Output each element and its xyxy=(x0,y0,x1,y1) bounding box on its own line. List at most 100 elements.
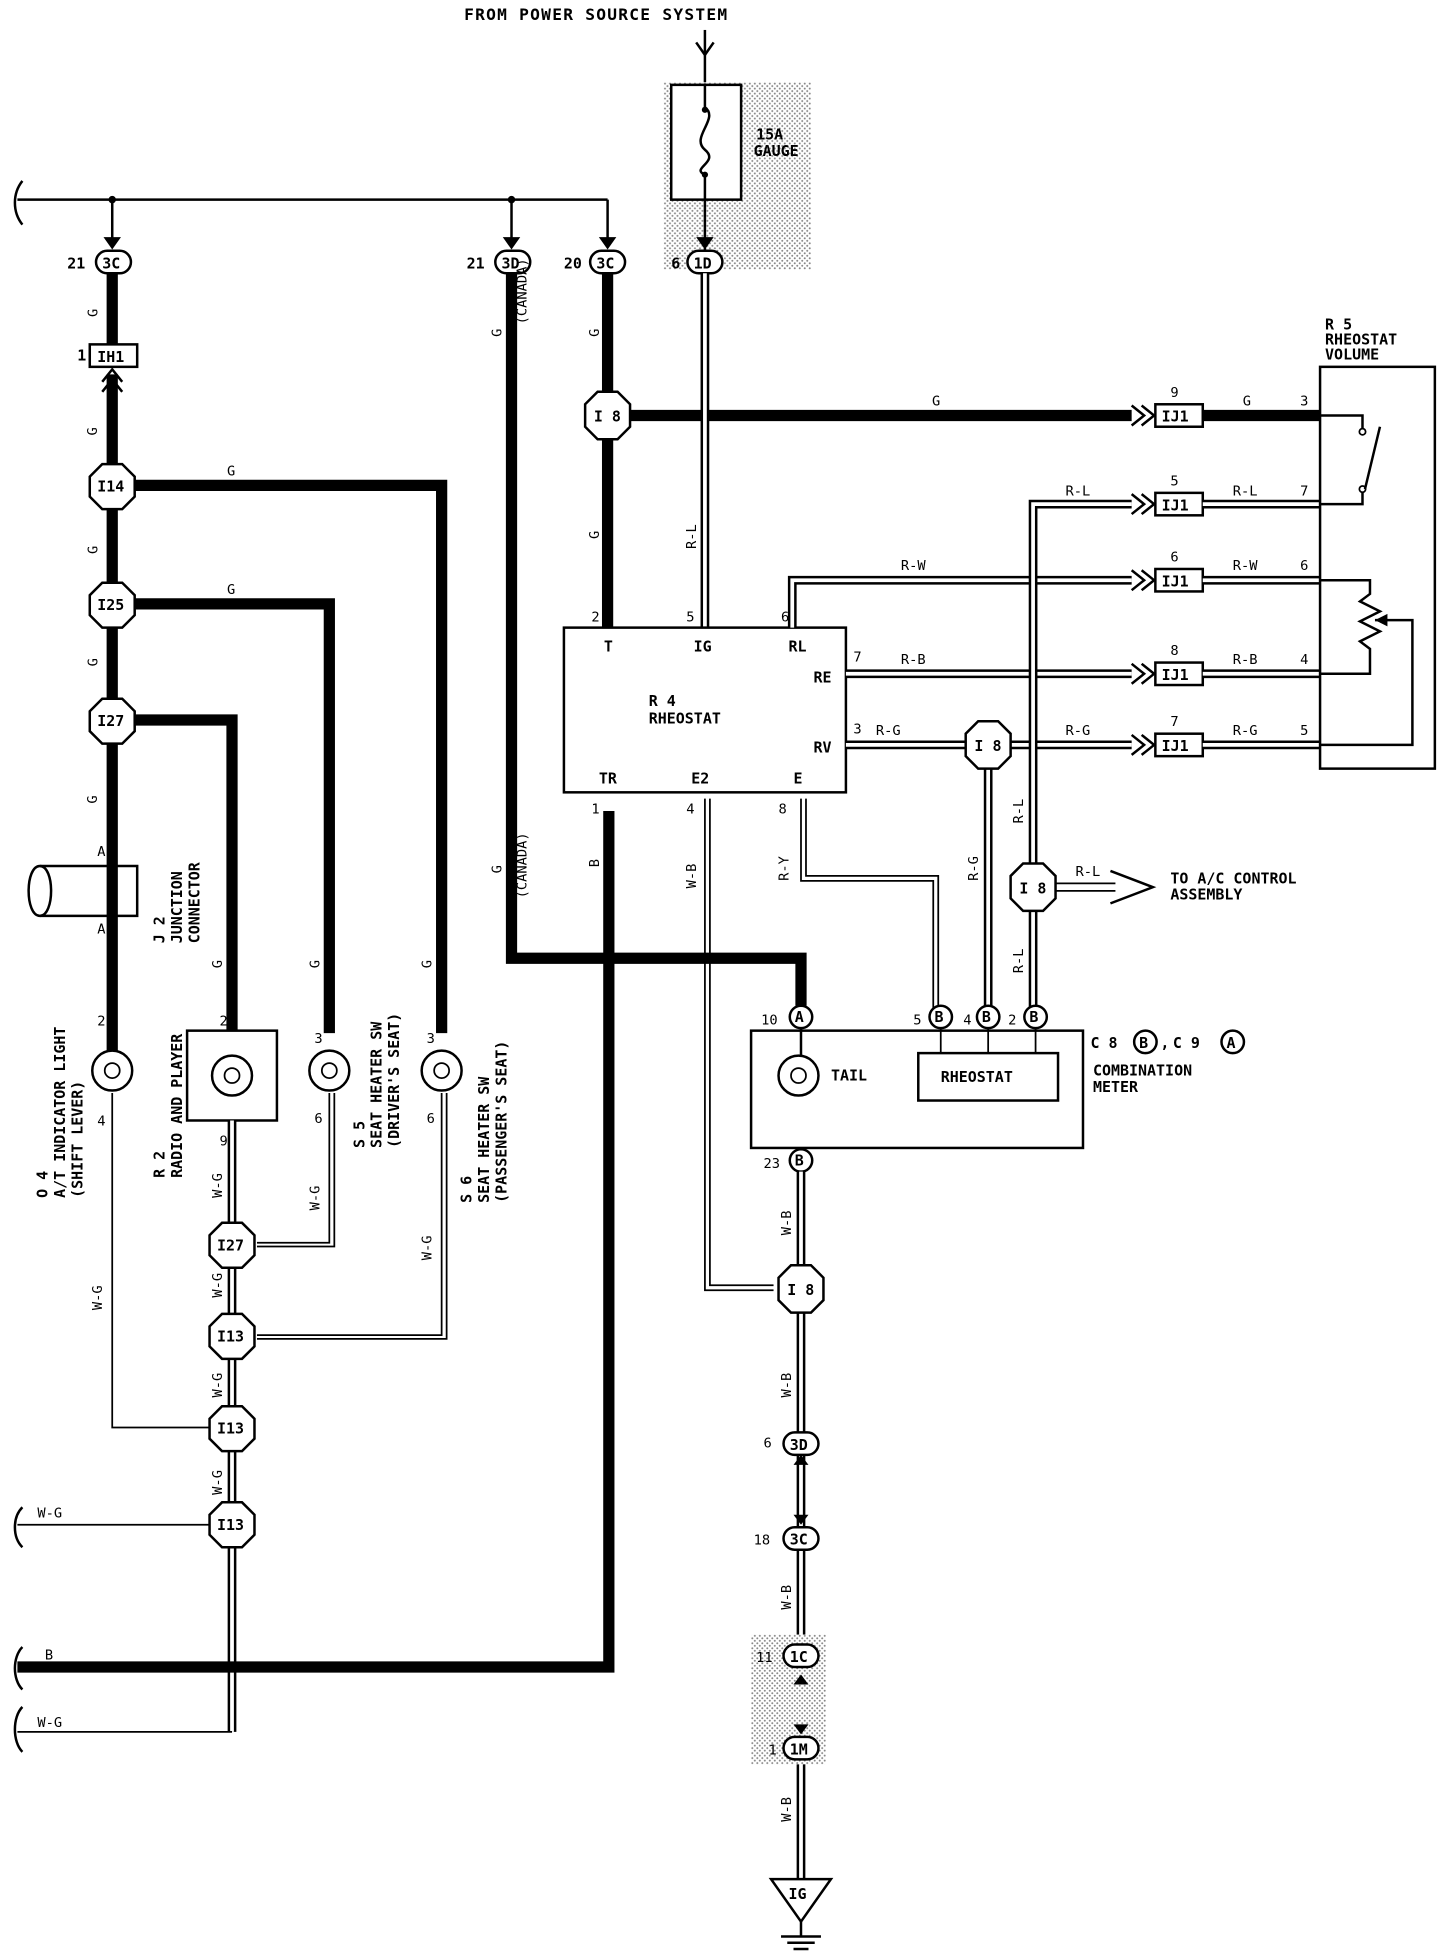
svg-text:B: B xyxy=(982,1008,991,1026)
svg-text:TAIL: TAIL xyxy=(831,1067,867,1085)
connector-1m-1: 1 1M xyxy=(769,1735,820,1761)
svg-text:G: G xyxy=(932,394,940,410)
svg-text:G: G xyxy=(85,795,101,803)
svg-text:COMBINATION: COMBINATION xyxy=(1093,1062,1192,1080)
connector-3c-18: 18 3C xyxy=(754,1526,820,1551)
svg-text:G: G xyxy=(1243,394,1251,410)
svg-text:7: 7 xyxy=(1300,483,1308,499)
svg-text:R-L: R-L xyxy=(1233,483,1258,499)
svg-text:4: 4 xyxy=(686,802,694,818)
svg-text:G: G xyxy=(85,546,101,554)
radio-r2: 2 9 xyxy=(185,1014,279,1149)
junction-i8-top: I 8 xyxy=(583,390,632,441)
switch-s5: 3 6 xyxy=(308,1031,351,1127)
svg-text:B: B xyxy=(935,1008,944,1026)
svg-text:W-G: W-G xyxy=(37,1715,62,1731)
svg-text:8: 8 xyxy=(779,802,787,818)
svg-text:G: G xyxy=(227,582,235,598)
svg-text:(CANADA): (CANADA) xyxy=(514,258,530,324)
svg-text:5: 5 xyxy=(1170,473,1178,489)
junction-i27-bottom: I27 xyxy=(208,1221,256,1269)
svg-text:TR: TR xyxy=(599,770,618,788)
junction-i8-mid: I 8 xyxy=(964,719,1012,770)
svg-text:G: G xyxy=(227,463,235,479)
svg-text:A/T INDICATOR LIGHT: A/T INDICATOR LIGHT xyxy=(51,1027,69,1198)
svg-text:I27: I27 xyxy=(217,1236,244,1254)
meter-label: C 8 B , C 9 A COMBINATION METER xyxy=(1090,1029,1246,1096)
svg-text:J 2: J 2 xyxy=(151,916,169,943)
rheostat-volume-r5: R 5 RHEOSTAT VOLUME 3 7 6 4 5 xyxy=(1300,315,1437,770)
svg-text:23: 23 xyxy=(764,1156,781,1172)
svg-text:METER: METER xyxy=(1093,1078,1139,1096)
svg-text:3: 3 xyxy=(427,1031,435,1047)
label-s6: S 6 SEAT HEATER SW (PASSENGER'S SEAT) xyxy=(458,1041,511,1203)
svg-text:SEAT HEATER SW: SEAT HEATER SW xyxy=(475,1076,493,1203)
svg-text:3: 3 xyxy=(1300,394,1308,410)
svg-text:6: 6 xyxy=(1300,558,1308,574)
junction-i25: I25 xyxy=(88,581,136,629)
svg-text:11: 11 xyxy=(756,1650,773,1666)
connector-ij1-9: 9 IJ1 xyxy=(1130,385,1205,428)
svg-text:W-G: W-G xyxy=(37,1505,62,1521)
svg-text:A: A xyxy=(795,1008,804,1026)
svg-text:E: E xyxy=(794,770,803,788)
svg-text:21: 21 xyxy=(467,254,485,272)
svg-text:C 9: C 9 xyxy=(1173,1034,1200,1052)
connector-ij1-7: 7 IJ1 xyxy=(1130,714,1205,758)
svg-text:RHEOSTAT: RHEOSTAT xyxy=(941,1068,1013,1086)
svg-text:RADIO AND PLAYER: RADIO AND PLAYER xyxy=(168,1033,186,1178)
svg-text:W-G: W-G xyxy=(307,1186,323,1211)
svg-text:R-L: R-L xyxy=(1066,483,1091,499)
svg-text:I 8: I 8 xyxy=(594,408,621,426)
svg-text:5: 5 xyxy=(1300,723,1308,739)
svg-text:R-G: R-G xyxy=(1233,723,1258,739)
svg-text:RE: RE xyxy=(813,669,831,687)
svg-text:G: G xyxy=(307,960,323,968)
svg-text:IG: IG xyxy=(694,637,712,655)
svg-text:3C: 3C xyxy=(790,1531,808,1549)
svg-text:5: 5 xyxy=(913,1012,921,1028)
switch-s6: 3 6 xyxy=(420,1031,463,1127)
svg-text:I27: I27 xyxy=(97,712,124,730)
power-source-label: FROM POWER SOURCE SYSTEM xyxy=(464,5,728,24)
svg-text:I13: I13 xyxy=(217,1420,244,1438)
svg-text:TO A/C CONTROL: TO A/C CONTROL xyxy=(1170,869,1296,887)
svg-text:R 2: R 2 xyxy=(151,1151,169,1178)
svg-text:1D: 1D xyxy=(694,254,712,272)
ac-control-label: TO A/C CONTROL ASSEMBLY xyxy=(1170,869,1296,903)
svg-text:B: B xyxy=(587,859,603,867)
ground-ig: IG xyxy=(768,1877,834,1951)
svg-text:A: A xyxy=(97,921,106,937)
svg-text:SEAT HEATER SW: SEAT HEATER SW xyxy=(368,1021,386,1148)
svg-text:8: 8 xyxy=(1170,643,1178,659)
svg-text:9: 9 xyxy=(1170,385,1178,401)
junction-i14: I14 xyxy=(88,462,136,511)
svg-text:R-L: R-L xyxy=(1011,799,1027,824)
svg-text:G: G xyxy=(210,960,226,968)
svg-text:B: B xyxy=(45,1648,53,1664)
svg-text:G: G xyxy=(490,329,506,337)
svg-text:I25: I25 xyxy=(97,596,124,614)
connector-1c-11: 11 1C xyxy=(756,1643,820,1669)
svg-text:7: 7 xyxy=(1170,714,1178,730)
svg-text:6: 6 xyxy=(1170,549,1178,565)
label-r2: R 2 RADIO AND PLAYER xyxy=(151,1033,186,1178)
svg-text:R-L: R-L xyxy=(1011,948,1027,973)
svg-text:ASSEMBLY: ASSEMBLY xyxy=(1170,886,1242,904)
svg-text:R-Y: R-Y xyxy=(777,855,793,881)
junction-connector-j2: A A J 2 JUNCTION CONNECTOR xyxy=(27,844,204,943)
svg-text:G: G xyxy=(85,427,101,435)
svg-text:G: G xyxy=(587,329,603,337)
svg-text:B: B xyxy=(1139,1034,1148,1052)
svg-text:20: 20 xyxy=(564,254,582,272)
svg-text:4: 4 xyxy=(97,1113,105,1129)
connector-3d-21: 21 3D xyxy=(467,249,532,275)
connector-ih1: 1 IH1 xyxy=(77,343,139,369)
svg-text:(DRIVER'S SEAT): (DRIVER'S SEAT) xyxy=(385,1013,403,1148)
svg-text:JUNCTION: JUNCTION xyxy=(168,871,186,943)
fuse-rating: 15A xyxy=(756,126,783,144)
svg-text:RHEOSTAT: RHEOSTAT xyxy=(1325,330,1397,348)
svg-text:W-B: W-B xyxy=(779,1211,795,1236)
svg-text:3C: 3C xyxy=(102,254,120,272)
svg-text:2: 2 xyxy=(97,1014,105,1030)
